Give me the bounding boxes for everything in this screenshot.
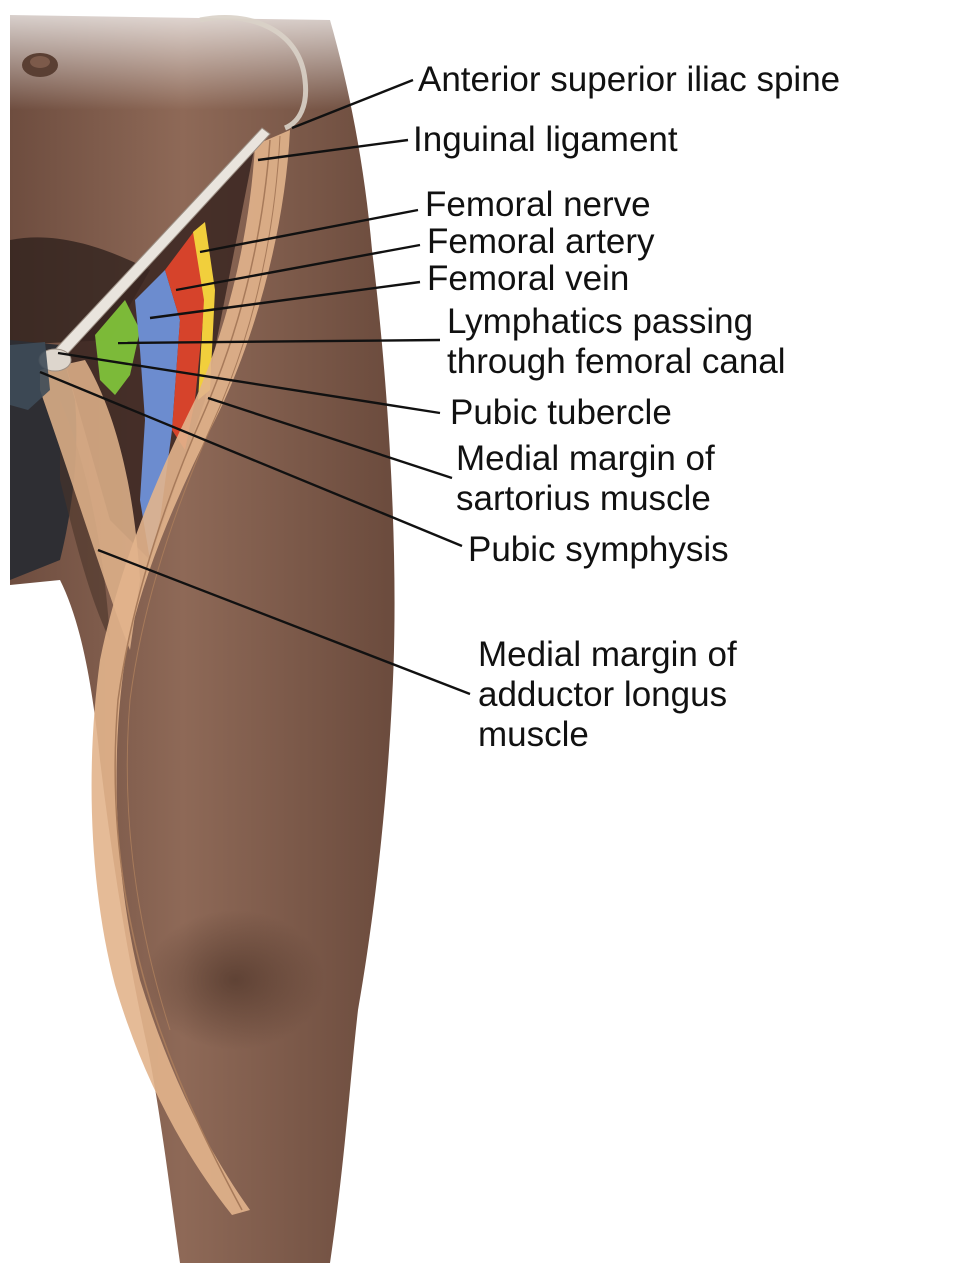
label-lymphatics-line-2: through femoral canal bbox=[447, 342, 786, 382]
label-sartorius-line-2: sartorius muscle bbox=[456, 479, 711, 519]
label-femoral-vein: Femoral vein bbox=[427, 259, 629, 299]
label-pubic-tubercle: Pubic tubercle bbox=[450, 393, 672, 433]
label-sartorius-line-1: Medial margin of bbox=[456, 439, 715, 479]
label-femoral-artery: Femoral artery bbox=[427, 222, 655, 262]
label-adductor-line-2: adductor longus bbox=[478, 675, 727, 715]
label-adductor-line-1: Medial margin of bbox=[478, 635, 737, 675]
label-adductor-line-3: muscle bbox=[478, 715, 589, 755]
label-femoral-nerve: Femoral nerve bbox=[425, 185, 651, 225]
label-inguinal-ligament: Inguinal ligament bbox=[413, 120, 678, 160]
label-lymphatics-line-1: Lymphatics passing bbox=[447, 302, 753, 342]
label-anterior-superior-iliac-spine: Anterior superior iliac spine bbox=[418, 60, 840, 100]
label-pubic-symphysis: Pubic symphysis bbox=[468, 530, 729, 570]
